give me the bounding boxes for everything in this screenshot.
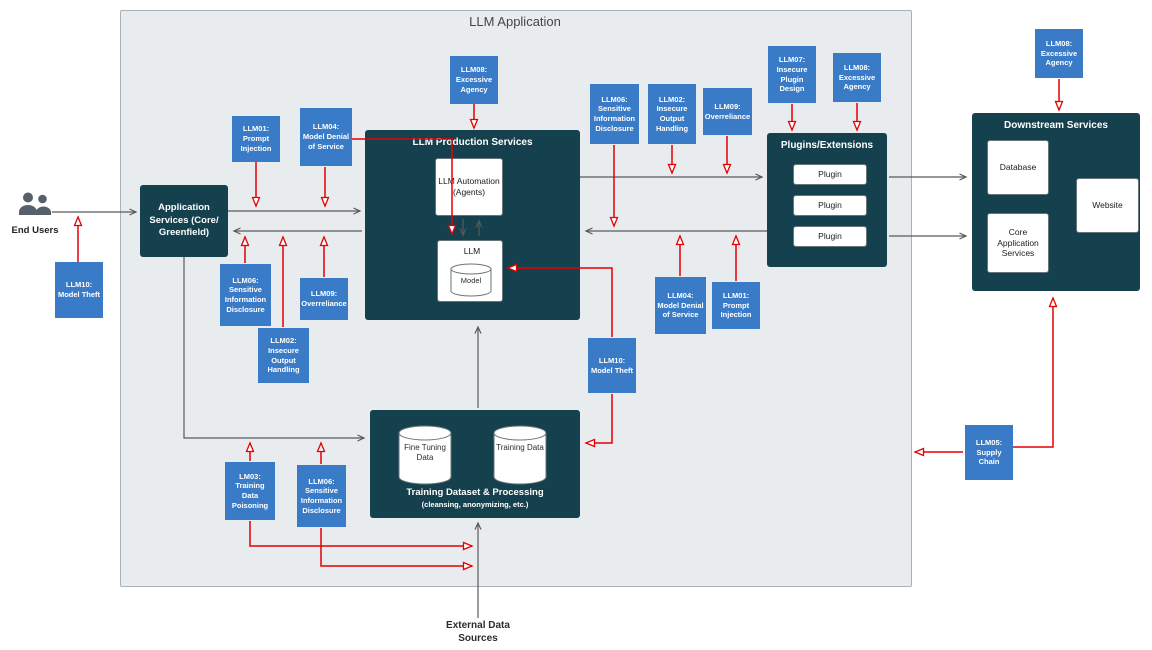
threat-llm09-overreliance-left: LLM09: Overreliance — [300, 278, 348, 320]
llm-application-title: LLM Application — [469, 14, 561, 29]
threat-llm04-model-dos-top: LLM04: Model Denial of Service — [300, 108, 352, 166]
end-users-icon — [19, 192, 51, 215]
threat-llm04-model-dos-right: LLM04: Model Denial of Service — [655, 277, 706, 334]
llm-label: LLM — [463, 246, 481, 256]
threat-llm01-prompt-injection-top: LLM01: Prompt Injection — [232, 116, 280, 162]
fine-tuning-data-label: Fine Tuning Data — [404, 443, 446, 462]
plugins-extensions-title: Plugins/Extensions — [780, 140, 874, 151]
fine-tuning-cylinder-shape — [398, 425, 452, 485]
threat-llm07-insecure-plugin-design: LLM07: Insecure Plugin Design — [768, 46, 816, 103]
model-cylinder: Model — [449, 262, 493, 298]
threat-lm03-training-data-poisoning: LM03: Training Data Poisoning — [225, 462, 275, 520]
arrow-llm05-to-downstream — [1013, 296, 1058, 448]
training-data-label: Training Data — [496, 443, 544, 452]
threat-llm10-model-theft-center: LLM10: Model Theft — [588, 338, 636, 393]
threat-llm09-overreliance-midtop: LLM09: Overreliance — [703, 88, 752, 135]
threat-llm06-sensitive-info-left: LLM06: Sensitive Information Disclosure — [220, 264, 271, 326]
model-cylinder-shape — [450, 263, 492, 297]
training-dataset-title: Training Dataset & Processing — [406, 487, 544, 498]
node-application-services: Application Services (Core/ Greenfield) — [140, 185, 228, 257]
threat-llm08-excessive-agency-downstream: LLM08: Excessive Agency — [1035, 29, 1083, 78]
node-core-application-services: Core Application Services — [987, 213, 1049, 273]
training-data-cylinder: Training Data — [492, 424, 548, 486]
training-data-cylinder-shape — [493, 425, 547, 485]
threat-llm08-excessive-agency-production: LLM08: Excessive Agency — [450, 56, 498, 104]
threat-llm06-sensitive-info-midtop: LLM06: Sensitive Information Disclosure — [590, 84, 639, 144]
external-data-sources-label: External Data Sources — [446, 620, 510, 644]
threat-llm10-model-theft-left: LLM10: Model Theft — [55, 262, 103, 318]
threat-llm05-supply-chain: LLM05: Supply Chain — [965, 425, 1013, 480]
end-users-label: End Users — [11, 225, 59, 236]
threat-llm06-sensitive-info-bottom: LLM06: Sensitive Information Disclosure — [297, 465, 346, 527]
threat-llm02-insecure-output-left: LLM02: Insecure Output Handling — [258, 328, 309, 383]
training-dataset-subtitle: (cleansing, anonymizing, etc.) — [421, 500, 529, 509]
plugin-box-3: Plugin — [793, 226, 867, 247]
threat-llm08-excessive-agency-plugins: LLM08: Excessive Agency — [833, 53, 881, 102]
llm-production-services-title: LLM Production Services — [412, 137, 533, 148]
downstream-services-title: Downstream Services — [1004, 120, 1108, 131]
threat-llm01-prompt-injection-right: LLM01: Prompt Injection — [712, 282, 760, 329]
node-llm-model: LLM Model — [437, 240, 503, 302]
node-website: Website — [1076, 178, 1139, 233]
end-users: End Users — [6, 191, 64, 236]
plugin-box-1: Plugin — [793, 164, 867, 185]
node-llm-automation-agents: LLM Automation (Agents) — [435, 158, 503, 216]
threat-llm02-insecure-output-midtop: LLM02: Insecure Output Handling — [648, 84, 696, 144]
plugin-box-2: Plugin — [793, 195, 867, 216]
fine-tuning-data-cylinder: Fine Tuning Data — [397, 424, 453, 486]
model-label: Model — [460, 276, 482, 285]
node-database: Database — [987, 140, 1049, 195]
